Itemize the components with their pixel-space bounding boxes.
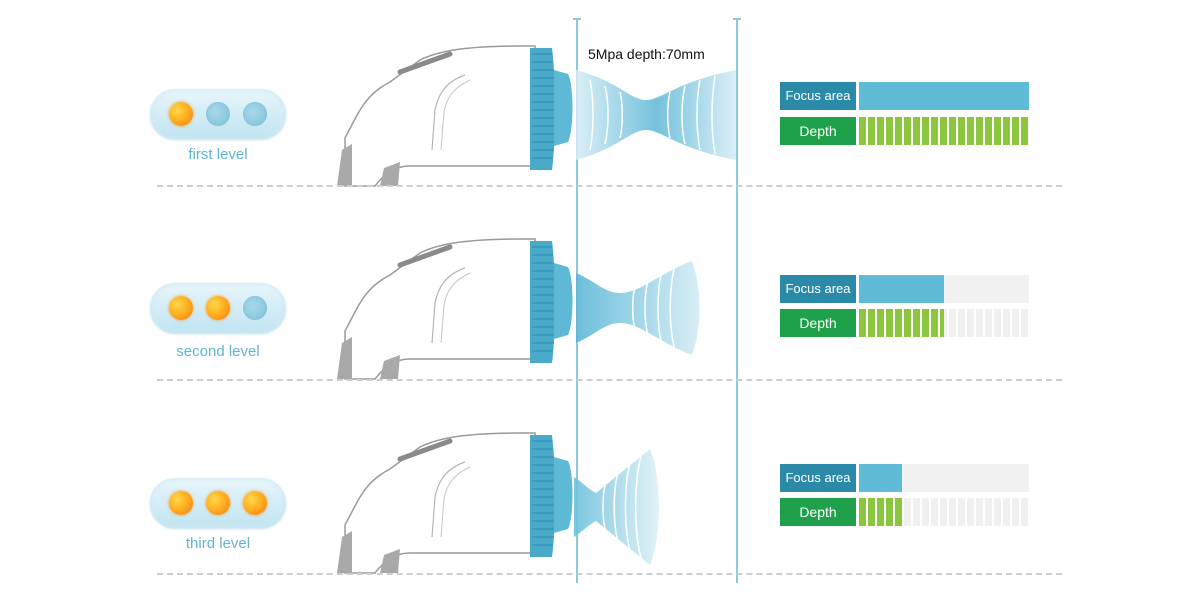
level-dot-3	[243, 102, 267, 126]
focus-area-label: Focus area	[780, 82, 856, 110]
depth-fill	[859, 309, 944, 337]
level-label: third level	[185, 535, 251, 552]
focus-area-label: Focus area	[780, 464, 856, 492]
level-dot-3	[243, 296, 267, 320]
level-indicator	[150, 478, 286, 528]
focus-area-label: Focus area	[780, 275, 856, 303]
level-indicator	[150, 283, 286, 333]
depth-track	[859, 309, 1029, 337]
depth-start-cap	[573, 18, 581, 20]
depth-label: Depth	[780, 309, 856, 337]
row-divider-2	[157, 379, 1062, 381]
level-dot-1	[169, 296, 193, 320]
level-dot-2	[206, 102, 230, 126]
depth-fill	[859, 498, 902, 526]
level-row-1: first level	[0, 0, 1200, 193]
level-dot-2	[206, 491, 230, 515]
focus-area-fill	[859, 82, 1029, 110]
level-dot-2	[206, 296, 230, 320]
depth-end-line	[736, 18, 738, 583]
depth-track	[859, 117, 1029, 145]
level-dot-3	[243, 491, 267, 515]
level-row-2: second level Focus area	[0, 193, 1200, 386]
focus-area-fill	[859, 275, 944, 303]
depth-end-cap	[733, 18, 741, 20]
spec-label: 5Mpa depth:70mm	[588, 46, 705, 62]
depth-label: Depth	[780, 498, 856, 526]
handpiece-illustration	[337, 432, 659, 574]
handpiece-illustration	[337, 45, 736, 187]
level-dot-1	[169, 102, 193, 126]
handpiece-illustration	[337, 238, 700, 380]
level-label: second level	[176, 343, 260, 360]
focus-area-track	[859, 275, 1029, 303]
depth-fill	[859, 117, 1029, 145]
focus-area-track	[859, 82, 1029, 110]
level-indicator	[150, 89, 286, 139]
depth-track	[859, 498, 1029, 526]
depth-label: Depth	[780, 117, 856, 145]
level-label: first level	[188, 146, 248, 163]
row-divider-3	[157, 573, 1062, 575]
level-dot-1	[169, 491, 193, 515]
focus-area-track	[859, 464, 1029, 492]
focus-area-fill	[859, 464, 902, 492]
level-row-3: third level Focus area	[0, 387, 1200, 580]
row-divider-1	[157, 185, 1062, 187]
